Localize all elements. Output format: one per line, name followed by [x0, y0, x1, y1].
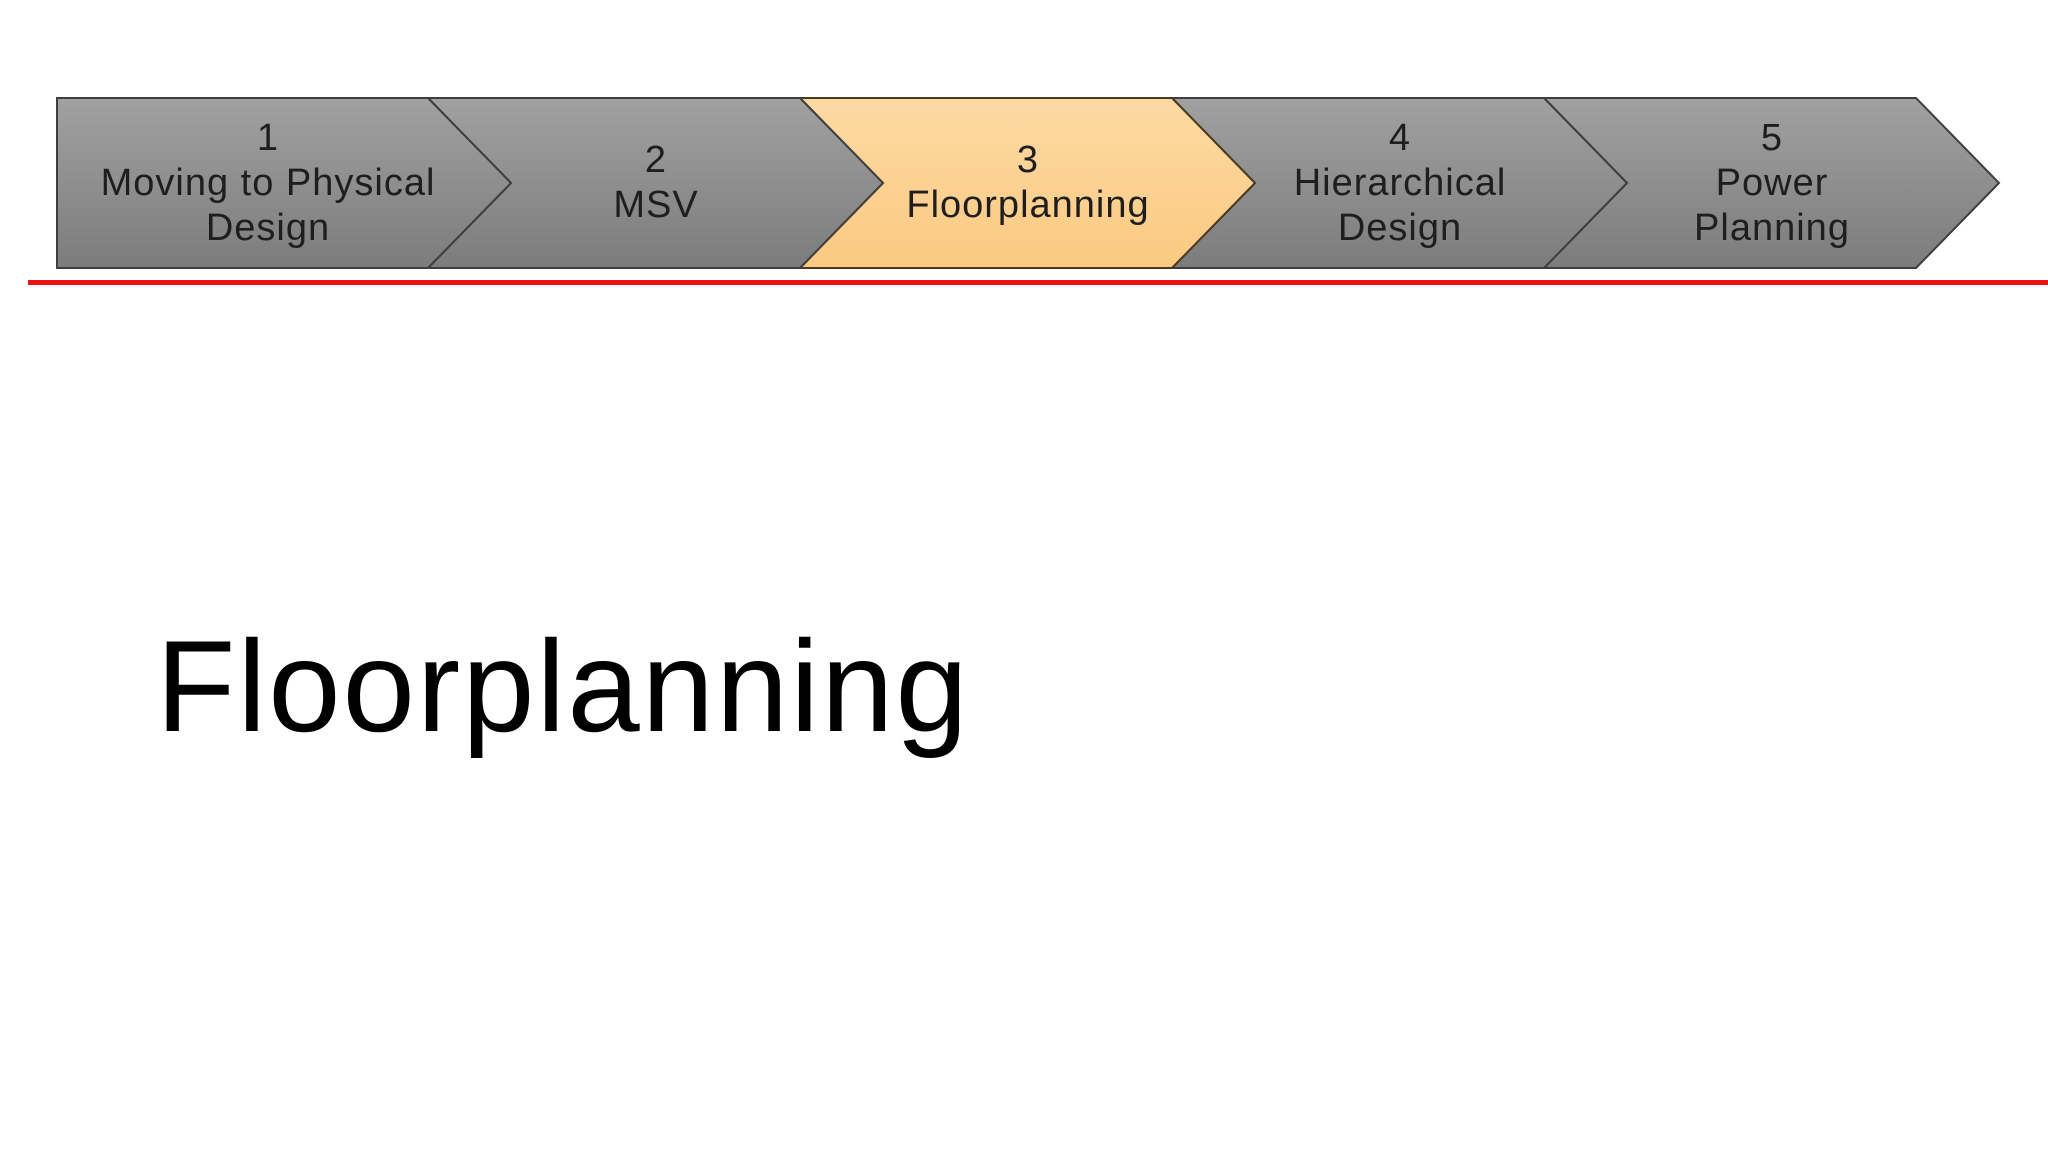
step-label-line: Planning: [1694, 206, 1850, 249]
slide-title: Floorplanning: [156, 613, 970, 759]
step-number: 4: [1388, 116, 1412, 159]
step-number: 3: [1016, 139, 1040, 181]
process-step-5: 5 Power Planning: [1582, 98, 1962, 268]
step-label-line: Design: [205, 206, 331, 249]
chevron-shapes: [56, 97, 2001, 269]
process-step-4: 4 Hierarchical Design: [1210, 98, 1590, 268]
process-step-1: 1 Moving to Physical Design: [78, 98, 458, 268]
step-label-line: MSV: [613, 184, 699, 226]
step-label-line: Design: [1337, 206, 1463, 249]
process-step-2: 2 MSV: [466, 98, 846, 268]
step-number: 5: [1760, 116, 1784, 159]
step-label-line: Moving to Physical: [100, 161, 436, 204]
step-number: 2: [644, 139, 668, 181]
red-divider-line: [28, 280, 2048, 285]
chevron-step-1: [56, 97, 513, 269]
process-step-3: 3 Floorplanning: [838, 98, 1218, 268]
step-label-line: Hierarchical: [1293, 161, 1507, 204]
step-label-line: Power: [1715, 161, 1829, 204]
step-label-line: Floorplanning: [906, 184, 1150, 226]
step-number: 1: [256, 116, 280, 159]
